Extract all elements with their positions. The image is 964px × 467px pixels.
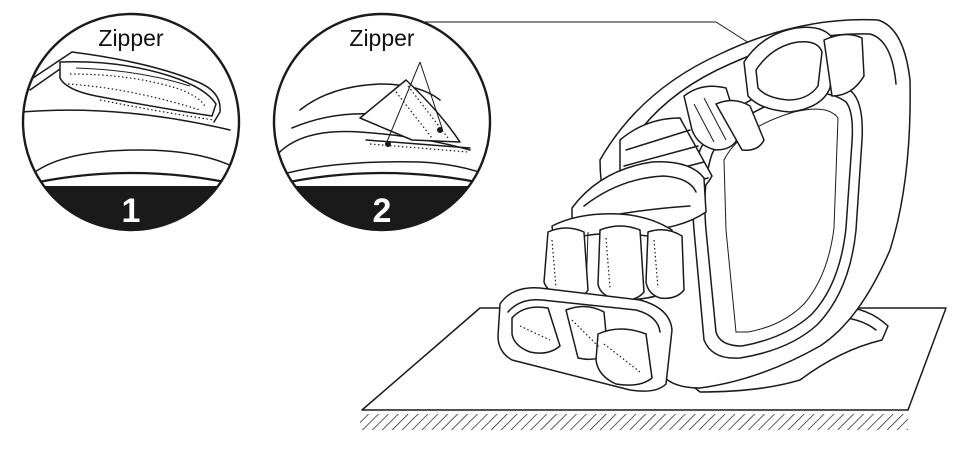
step-number-1: 1 — [122, 192, 141, 230]
detail-callout-1: Zipper 1 — [21, 12, 241, 232]
step-number-2: 2 — [373, 192, 392, 230]
detail-callout-2: Zipper 2 — [272, 12, 492, 232]
zipper-seam — [99, 99, 215, 121]
zipper-pull-a — [385, 141, 391, 147]
calf-rest-right — [597, 225, 645, 302]
zipper-tab — [59, 61, 217, 117]
zipper-track — [365, 139, 471, 149]
callout-circle-2 — [272, 12, 492, 232]
zipper-flap — [359, 79, 461, 143]
calf-rest-left — [543, 227, 589, 300]
zipper-pull-b — [437, 127, 443, 133]
zipper-label-2: Zipper — [349, 25, 415, 51]
zipper-label-1: Zipper — [98, 25, 164, 51]
seat-back-top — [29, 51, 221, 123]
callout-circle-1 — [21, 12, 241, 232]
floor-hatching — [360, 414, 908, 430]
massage-chair — [497, 18, 911, 393]
